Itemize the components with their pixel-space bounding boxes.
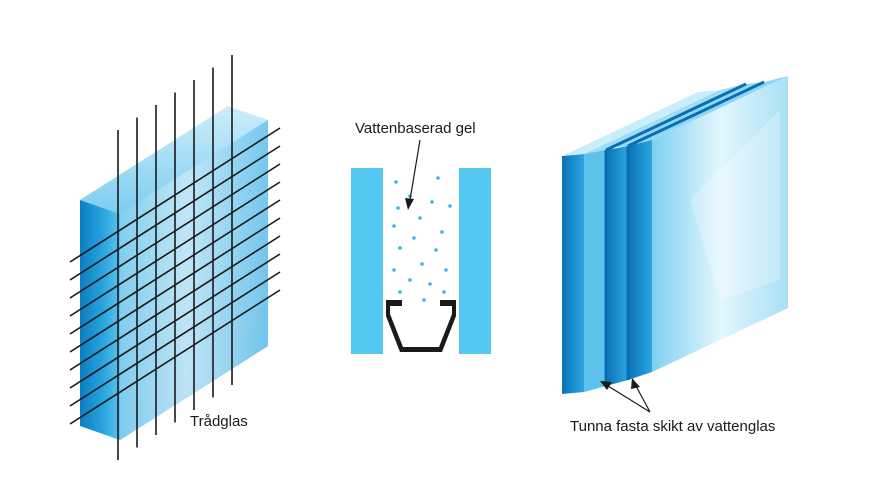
gel-particle [434, 248, 438, 252]
wire-horizontal [69, 199, 281, 335]
laminated-glass-illustration [562, 76, 788, 413]
wired-glass-top-face [80, 106, 268, 214]
glass-pane-left [351, 168, 383, 354]
gel-cross-section [351, 139, 491, 354]
gel-particle [398, 246, 402, 250]
gel-particle [422, 298, 426, 302]
layers-arrowhead-2 [631, 378, 640, 389]
gel-particle [420, 262, 424, 266]
wire-mesh [69, 55, 281, 460]
gel-particles [392, 176, 452, 302]
wire-horizontal [69, 271, 281, 407]
wire-horizontal [69, 253, 281, 389]
spacer-frame [386, 300, 456, 352]
layers-arrowhead-1 [600, 381, 612, 390]
gel-particle [412, 236, 416, 240]
gel-particle [442, 290, 446, 294]
gel-particle [448, 204, 452, 208]
layers-arrow-1 [607, 385, 651, 413]
gel-particle [392, 268, 396, 272]
wire-horizontal [69, 163, 281, 299]
wire-horizontal [69, 127, 281, 263]
wired-glass-illustration [69, 55, 281, 460]
gel-particle [436, 176, 440, 180]
gel-particle [440, 230, 444, 234]
wire-horizontal [69, 181, 281, 317]
layers-arrow-2 [635, 385, 651, 413]
gel-particle [394, 180, 398, 184]
glass-pane-right [459, 168, 491, 354]
gel-particle [444, 268, 448, 272]
gel-particle [430, 200, 434, 204]
gel-particle [392, 224, 396, 228]
gel-particle [398, 290, 402, 294]
wire-horizontal [69, 235, 281, 371]
wire-horizontal [69, 145, 281, 281]
water-gel-label: Vattenbaserad gel [355, 120, 476, 137]
thin-layers-label: Tunna fasta skikt av vattenglas [570, 418, 776, 435]
gel-label-arrowhead [405, 198, 414, 210]
gel-label-arrow-line [409, 139, 421, 201]
wire-horizontal [69, 217, 281, 353]
wire-horizontal [69, 289, 281, 425]
wired-glass-label: Trådglas [190, 413, 248, 430]
glass-layer-front [562, 82, 747, 394]
gel-particle [396, 206, 400, 210]
laminated-top-edge [562, 90, 720, 156]
glass-layer-back [628, 76, 788, 380]
gel-particle [428, 282, 432, 286]
gel-particle [418, 216, 422, 220]
gel-particle [408, 278, 412, 282]
